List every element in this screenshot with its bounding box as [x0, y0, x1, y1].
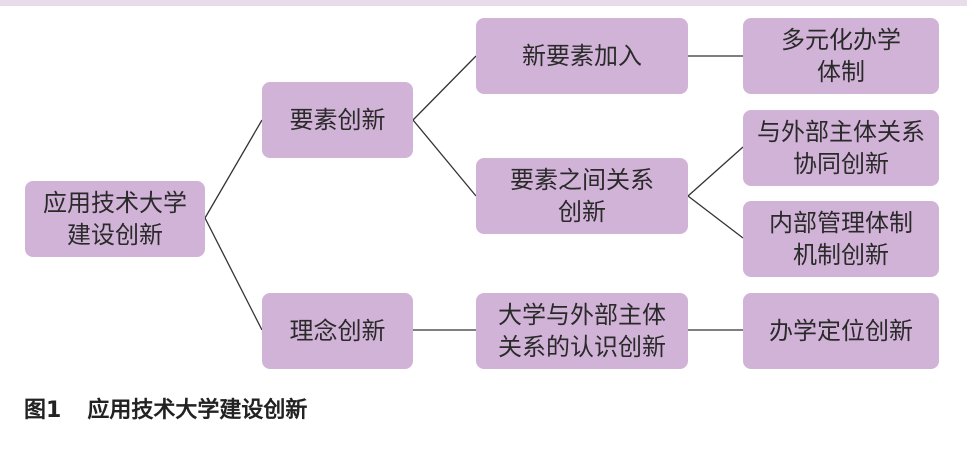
diversified-node: 多元化办学 体制	[743, 18, 939, 94]
edge-element-to-new	[412, 55, 477, 121]
edge-element-to-between	[412, 119, 477, 197]
edge-between-to-internal	[687, 195, 744, 239]
connector-lines	[204, 55, 744, 331]
figure-caption: 图1 应用技术大学建设创新	[24, 392, 307, 424]
positioning-node: 办学定位创新	[743, 293, 939, 369]
top-decoration-strip	[0, 0, 967, 6]
edge-root-to-element	[204, 119, 263, 219]
element-innovation-node: 要素创新	[262, 82, 413, 158]
concept-innovation-node: 理念创新	[262, 293, 413, 369]
edge-root-to-concept	[204, 217, 263, 331]
root-node: 应用技术大学 建设创新	[25, 181, 205, 257]
innovation-tree-diagram: 应用技术大学 建设创新 要素创新 理念创新 新要素加入 要素之间关系 创新 大学…	[25, 18, 939, 369]
between-elements-node: 要素之间关系 创新	[476, 158, 688, 234]
figure-number: 图1	[24, 398, 62, 423]
external-synergy-node: 与外部主体关系 协同创新	[743, 110, 939, 186]
internal-mechanism-node: 内部管理体制 机制创新	[743, 201, 939, 277]
figure-title: 应用技术大学建设创新	[87, 398, 308, 423]
new-elements-node: 新要素加入	[476, 18, 688, 94]
edge-between-to-synergy	[687, 146, 744, 197]
university-relations-node: 大学与外部主体 关系的认识创新	[476, 293, 688, 369]
